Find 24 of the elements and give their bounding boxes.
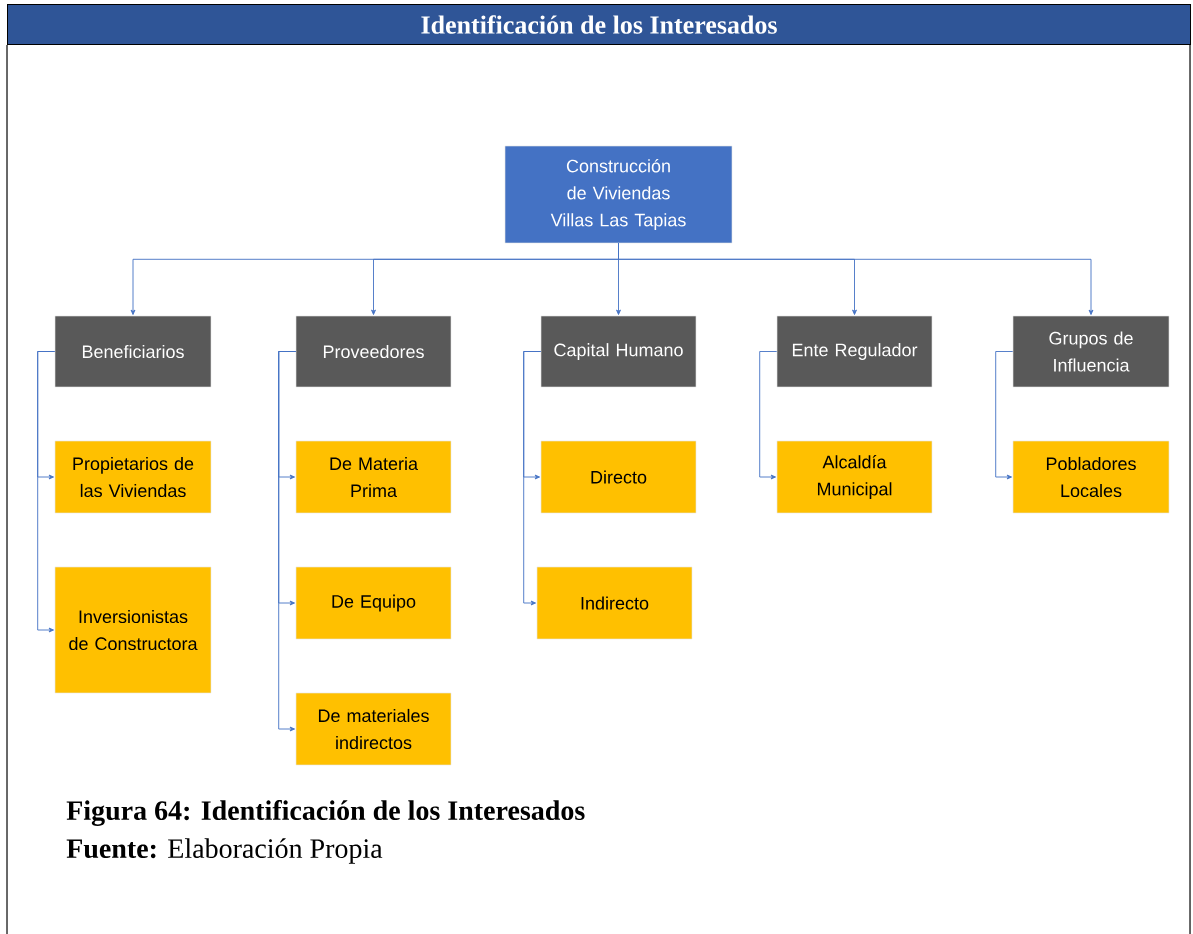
stakeholder-box: Inversionistas de Constructora bbox=[54, 566, 212, 694]
stakeholder-box: Indirecto bbox=[536, 566, 693, 640]
connector-arrow bbox=[618, 242, 1094, 315]
category-box: Beneficiarios bbox=[54, 315, 212, 388]
stakeholder-box: De Materia Prima bbox=[295, 440, 452, 514]
title-banner: Identificación de los Interesados bbox=[7, 4, 1191, 45]
category-box: Proveedores bbox=[295, 315, 452, 388]
root-box: Construcción de Viviendas Villas Las Tapias bbox=[504, 145, 733, 244]
category-box: Capital Humano bbox=[540, 315, 697, 388]
stakeholder-box: Propietarios de las Viviendas bbox=[54, 440, 212, 514]
category-box: Ente Regulador bbox=[776, 315, 933, 388]
stakeholder-box: De materiales indirectos bbox=[295, 692, 452, 766]
connector-arrow bbox=[995, 351, 1014, 480]
stakeholder-box: Pobladores Locales bbox=[1012, 440, 1170, 514]
connector-arrow bbox=[278, 351, 297, 732]
stakeholder-box: Directo bbox=[540, 440, 697, 514]
connector-arrow bbox=[523, 351, 542, 606]
source-note: Fuente: Elaboración Propia bbox=[66, 838, 383, 864]
figure-caption: Figura 64: Identificación de los Interesados bbox=[66, 800, 585, 826]
connector-arrow bbox=[759, 351, 778, 480]
stakeholder-box: De Equipo bbox=[295, 566, 452, 640]
category-box: Grupos de Influencia bbox=[1012, 315, 1170, 388]
connector-arrow bbox=[37, 351, 56, 633]
stakeholder-box: Alcaldía Municipal bbox=[776, 440, 933, 514]
